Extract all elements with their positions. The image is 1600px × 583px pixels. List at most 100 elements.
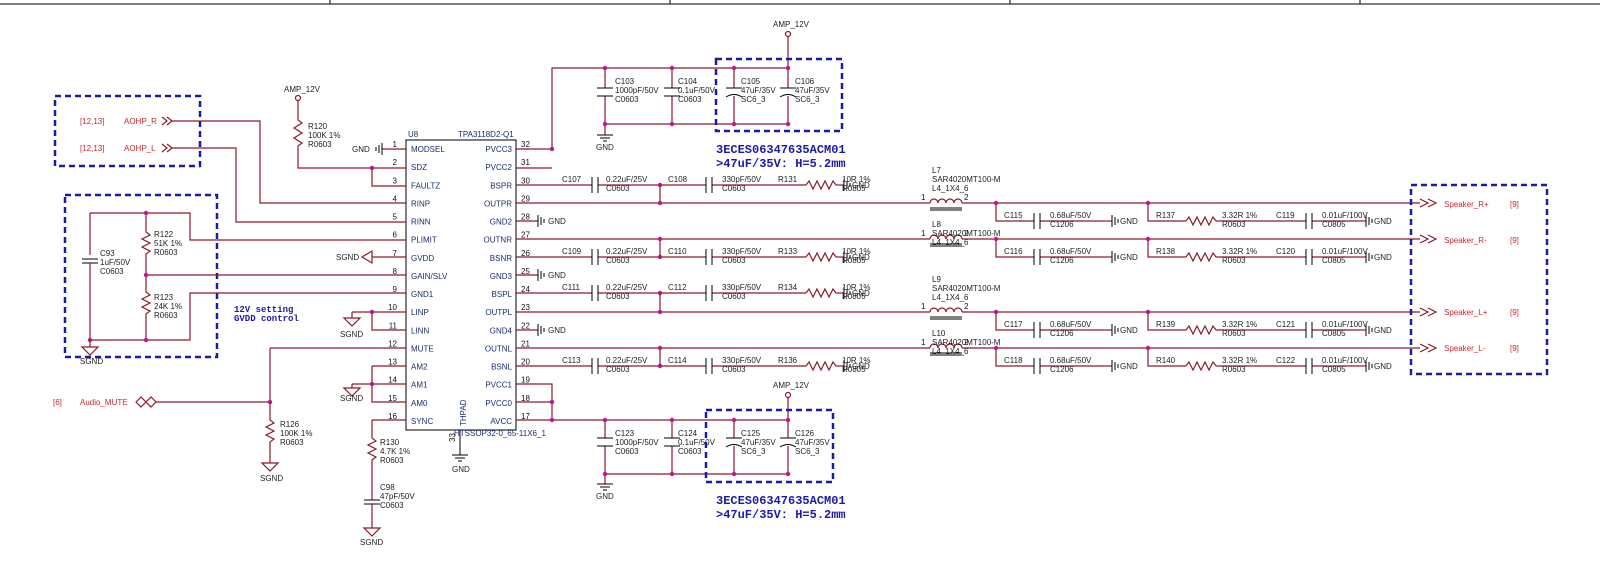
bottom-bulk-caps-dash-box bbox=[704, 408, 835, 484]
cap-note-top-1: 3ECES06347635ACM01 bbox=[716, 143, 846, 157]
c93-ref: C93 bbox=[100, 249, 115, 258]
pin-number: 32 bbox=[521, 140, 530, 149]
speaker-rn-name: Speaker_R- bbox=[1444, 236, 1487, 245]
inductor-ref: L8 bbox=[932, 220, 941, 229]
snubber-res-val: 10R 1% bbox=[842, 247, 870, 256]
output-res-ref: R138 bbox=[1156, 247, 1176, 256]
speaker-ln-ref: [9] bbox=[1510, 344, 1519, 353]
gnd-label: GND bbox=[548, 326, 566, 335]
top-supply-caps: AMP_12V GND C103 1000pF/50V C0603 C104 0… bbox=[516, 20, 846, 171]
c126-pkg: SC6_3 bbox=[795, 447, 820, 456]
pin-name: BSNR bbox=[490, 254, 512, 263]
c98-pkg: C0603 bbox=[380, 501, 404, 510]
inductor-val: SAR4020MT100-M bbox=[932, 284, 1001, 293]
gnd-label: GND bbox=[852, 289, 870, 298]
speaker-ln-name: Speaker_L- bbox=[1444, 344, 1486, 353]
bootstrap-cap-ref: C111 bbox=[562, 283, 580, 292]
gnd-label: GND bbox=[548, 217, 566, 226]
c106-pkg: SC6_3 bbox=[795, 95, 820, 104]
output-res-ref: R137 bbox=[1156, 211, 1176, 220]
pin-number: 20 bbox=[521, 358, 530, 367]
inductor-pin-1: 1 bbox=[921, 193, 926, 202]
r126-pkg: R0603 bbox=[280, 438, 304, 447]
output-res-ref: R139 bbox=[1156, 320, 1176, 329]
gnd-label: GND bbox=[548, 271, 566, 280]
pin-name: PVCC3 bbox=[485, 145, 512, 154]
snubber-res-ref: R131 bbox=[778, 175, 798, 184]
pin-name: OUTPR bbox=[484, 199, 512, 208]
aohp-l-name: AOHP_L bbox=[124, 144, 156, 153]
pin-name: AVCC bbox=[490, 417, 512, 426]
gnd-label: GND bbox=[852, 362, 870, 371]
ic-thpad-num: 33 bbox=[448, 433, 457, 442]
pin-name: FAULTZ bbox=[411, 181, 440, 190]
bootstrap-cap-pkg: C0603 bbox=[606, 292, 630, 301]
pin-number: 7 bbox=[393, 249, 398, 258]
snubber-cap-ref: C112 bbox=[668, 283, 687, 292]
inductor-pin-2: 2 bbox=[964, 193, 969, 202]
c104-ref: C104 bbox=[678, 77, 698, 86]
c126-ref: C126 bbox=[795, 429, 815, 438]
pin-name: RINN bbox=[411, 218, 431, 227]
gnd-label: GND bbox=[1120, 253, 1138, 262]
pin-number: 2 bbox=[393, 158, 398, 167]
output-res-pkg: R0603 bbox=[1222, 220, 1246, 229]
pin-name: OUTNL bbox=[485, 344, 513, 353]
output-res-pkg: R0603 bbox=[1222, 365, 1246, 374]
gnd-label: GND bbox=[852, 253, 870, 262]
pin-number: 17 bbox=[521, 412, 530, 421]
gnd-pins-wires: GND GND GND bbox=[516, 215, 566, 336]
pin-number: 12 bbox=[388, 339, 397, 348]
snubber-cap-pkg: C0603 bbox=[722, 256, 746, 265]
sgnd-label-am: SGND bbox=[340, 394, 363, 403]
cap-note-bot-1: 3ECES06347635ACM01 bbox=[716, 494, 846, 508]
pin-number: 6 bbox=[393, 231, 398, 240]
gnd-label: GND bbox=[1120, 326, 1138, 335]
pin-number: 14 bbox=[388, 376, 397, 385]
output-hf-cap-pkg: C0805 bbox=[1322, 329, 1346, 338]
gvdd-dash-box bbox=[63, 193, 219, 359]
c106-ref: C106 bbox=[795, 77, 815, 86]
c124-ref: C124 bbox=[678, 429, 698, 438]
r122-resistor bbox=[140, 231, 152, 275]
pin-number: 26 bbox=[521, 249, 530, 258]
c98-val: 47pF/50V bbox=[380, 492, 415, 501]
audio-mute-ref: [6] bbox=[53, 398, 62, 407]
pin-name: GND4 bbox=[490, 326, 513, 335]
cap-note-bot-2: >47uF/35V: H=5.2mm bbox=[716, 508, 846, 522]
pin-name: GND1 bbox=[411, 290, 434, 299]
gnd-label-bottom-caps: GND bbox=[596, 492, 614, 501]
sgnd-label-gvdd-pin: SGND bbox=[336, 253, 359, 262]
amp12v-label-bottom: AMP_12V bbox=[773, 381, 810, 390]
inductor-ref: L10 bbox=[932, 329, 946, 338]
output-cap-pkg: C1206 bbox=[1050, 220, 1074, 229]
output-res-val: 3.32R 1% bbox=[1222, 247, 1257, 256]
snubber-cap-pkg: C0603 bbox=[722, 365, 746, 374]
c125-pkg: SC6_3 bbox=[741, 447, 766, 456]
gnd-label: GND bbox=[1374, 253, 1392, 262]
inductor-val: SAR4020MT100-M bbox=[932, 338, 1001, 347]
speaker-outputs: Speaker_R+ [9] Speaker_R- [9] Speaker_L+… bbox=[1409, 183, 1549, 376]
ic-thpad: THPAD bbox=[459, 399, 468, 426]
amp12v-label-top: AMP_12V bbox=[773, 20, 810, 29]
snubber-res-ref: R134 bbox=[778, 283, 798, 292]
snubber-res-val: 10R 1% bbox=[842, 356, 870, 365]
c125-val: 47uF/35V bbox=[741, 438, 776, 447]
input-dash-box bbox=[53, 94, 202, 168]
ic-part: TPA3118D2-Q1 bbox=[458, 130, 514, 139]
output-res-pkg: R0603 bbox=[1222, 329, 1246, 338]
